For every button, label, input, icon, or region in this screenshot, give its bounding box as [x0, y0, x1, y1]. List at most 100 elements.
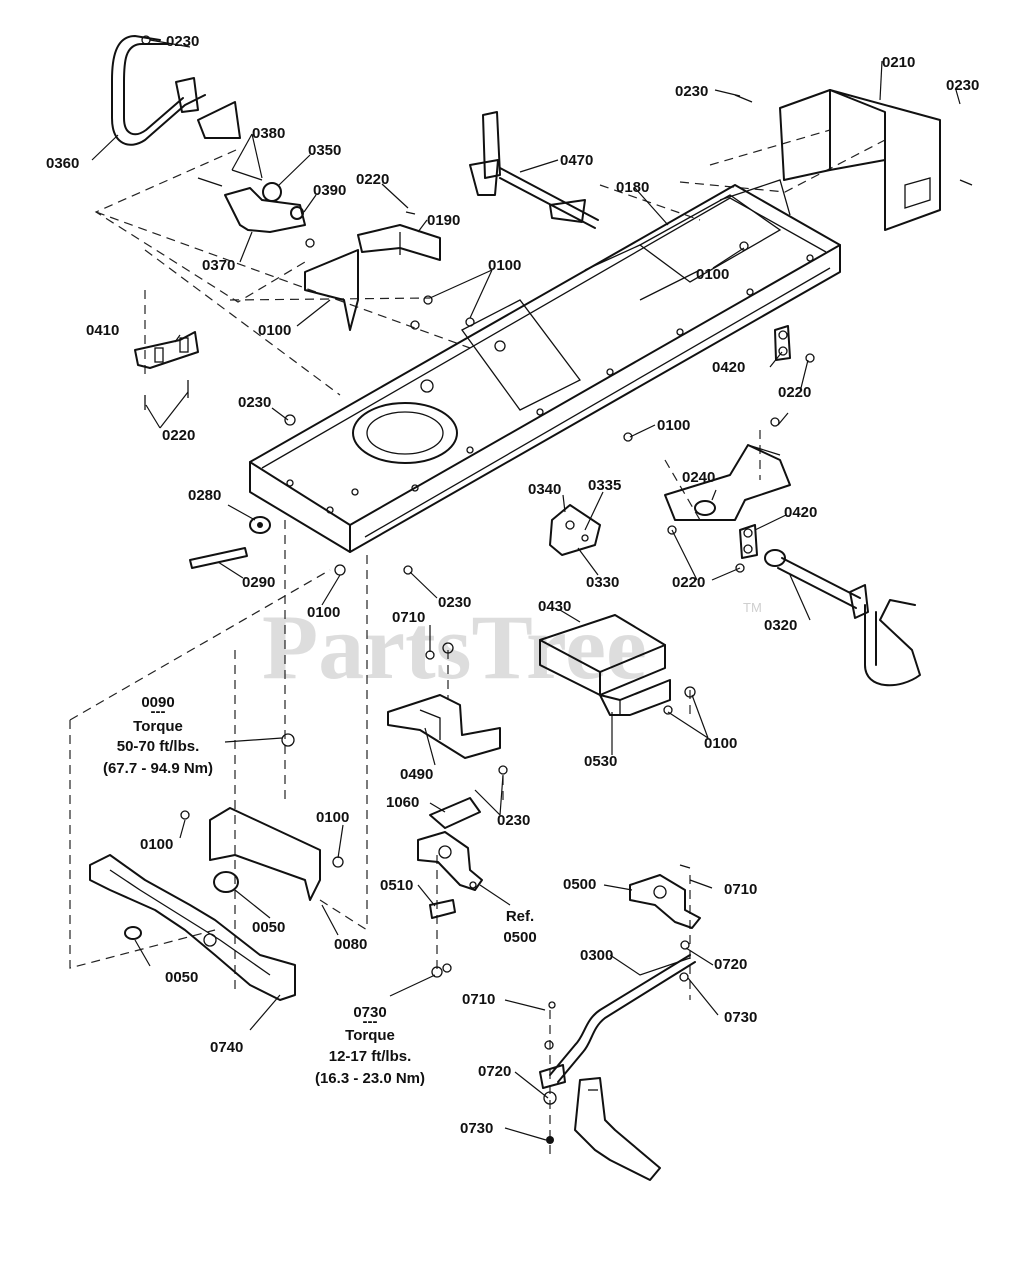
label-0280[interactable]: 0280 [188, 487, 221, 504]
plate-0430[interactable] [539, 614, 666, 696]
label-0100[interactable]: 0100 [657, 417, 690, 434]
reference-note-0500: Ref. 0500 [503, 908, 536, 946]
label-0350[interactable]: 0350 [308, 142, 341, 159]
steering-spindle[interactable] [574, 1077, 661, 1181]
note-0090-part[interactable]: 0090 [141, 694, 174, 711]
label-0220[interactable]: 0220 [778, 384, 811, 401]
lever-0320[interactable] [764, 549, 921, 687]
note-0730-part[interactable]: 0730 [353, 1004, 386, 1021]
label-0210[interactable]: 0210 [882, 54, 915, 71]
hardware-fasteners [141, 35, 815, 1144]
note-0730-dash: --- [363, 1013, 378, 1030]
bracket-0330[interactable] [549, 504, 601, 556]
label-0230[interactable]: 0230 [438, 594, 471, 611]
note-0090-ftlbs: 50-70 ft/lbs. [117, 738, 200, 755]
axle-bracket-0080[interactable] [209, 807, 321, 901]
label-0410[interactable]: 0410 [86, 322, 119, 339]
label-0080[interactable]: 0080 [334, 936, 367, 953]
label-0220[interactable]: 0220 [162, 427, 195, 444]
label-0330[interactable]: 0330 [586, 574, 619, 591]
bracket-0410[interactable] [134, 331, 199, 410]
label-0390[interactable]: 0390 [313, 182, 346, 199]
label-0380[interactable]: 0380 [252, 125, 285, 142]
label-0100[interactable]: 0100 [704, 735, 737, 752]
label-0420[interactable]: 0420 [712, 359, 745, 376]
label-0290[interactable]: 0290 [242, 574, 275, 591]
label-0100[interactable]: 0100 [258, 322, 291, 339]
label-0220[interactable]: 0220 [672, 574, 705, 591]
note-0090-torque: Torque [133, 718, 183, 735]
label-0320[interactable]: 0320 [764, 617, 797, 634]
note-ref-part[interactable]: 0500 [503, 929, 536, 946]
label-0100[interactable]: 0100 [140, 836, 173, 853]
label-0230[interactable]: 0230 [497, 812, 530, 829]
label-1060[interactable]: 1060 [386, 794, 419, 811]
idler-pulley-bracket[interactable] [417, 797, 483, 891]
drag-link-0300[interactable] [539, 954, 696, 1089]
label-0430[interactable]: 0430 [538, 598, 571, 615]
note-0730-ftlbs: 12-17 ft/lbs. [329, 1048, 412, 1065]
link-0420-upper[interactable] [774, 325, 791, 361]
torque-note-0730: 0730 --- Torque 12-17 ft/lbs. (16.3 - 23… [315, 1004, 425, 1087]
label-0420[interactable]: 0420 [784, 504, 817, 521]
label-0220[interactable]: 0220 [356, 171, 389, 188]
link-0420-lower[interactable] [739, 524, 758, 559]
label-0340[interactable]: 0340 [528, 481, 561, 498]
label-0240[interactable]: 0240 [682, 469, 715, 486]
label-0230[interactable]: 0230 [675, 83, 708, 100]
bracket-0190[interactable] [304, 211, 441, 331]
note-0090-nm: (67.7 - 94.9 Nm) [103, 760, 213, 777]
label-0710[interactable]: 0710 [392, 609, 425, 626]
bracket-0490[interactable] [387, 694, 501, 759]
washer-0280-bolt-0290[interactable] [189, 516, 271, 569]
label-0720[interactable]: 0720 [714, 956, 747, 973]
label-0710[interactable]: 0710 [462, 991, 495, 1008]
label-0050[interactable]: 0050 [252, 919, 285, 936]
label-0230[interactable]: 0230 [166, 33, 199, 50]
rod-assembly-0470[interactable] [469, 111, 599, 229]
label-0710[interactable]: 0710 [724, 881, 757, 898]
label-0720[interactable]: 0720 [478, 1063, 511, 1080]
plate-0530[interactable] [599, 679, 671, 716]
label-0730[interactable]: 0730 [724, 1009, 757, 1026]
pulley-bracket-0500[interactable] [629, 864, 701, 929]
note-0730-torque: Torque [345, 1027, 395, 1044]
label-0490[interactable]: 0490 [400, 766, 433, 783]
part-labels: 0230 0360 0380 0350 0390 0370 0220 0190 … [46, 33, 979, 1137]
label-0730[interactable]: 0730 [460, 1120, 493, 1137]
label-0100[interactable]: 0100 [307, 604, 340, 621]
label-0100[interactable]: 0100 [696, 266, 729, 283]
leader-lines [91, 39, 961, 1141]
main-frame-0180[interactable] [249, 179, 841, 553]
mounting-plate-0210[interactable] [734, 89, 973, 231]
note-ref-label: Ref. [506, 908, 534, 925]
watermark-trademark: TM [743, 600, 762, 615]
label-0300[interactable]: 0300 [580, 947, 613, 964]
assembly-guide-lines [69, 129, 886, 1160]
label-0740[interactable]: 0740 [210, 1039, 243, 1056]
torque-note-0090: 0090 --- Torque 50-70 ft/lbs. (67.7 - 94… [103, 694, 213, 777]
lift-lever-0360[interactable] [111, 35, 241, 146]
label-0180[interactable]: 0180 [616, 179, 649, 196]
label-0360[interactable]: 0360 [46, 155, 79, 172]
label-0190[interactable]: 0190 [427, 212, 460, 229]
label-0100[interactable]: 0100 [488, 257, 521, 274]
front-axle-0740[interactable] [89, 854, 296, 1001]
note-0090-dash: --- [151, 703, 166, 720]
spacer-0510[interactable] [429, 899, 456, 919]
label-0510[interactable]: 0510 [380, 877, 413, 894]
label-0335[interactable]: 0335 [588, 477, 621, 494]
label-0230[interactable]: 0230 [946, 77, 979, 94]
label-0230[interactable]: 0230 [238, 394, 271, 411]
label-0530[interactable]: 0530 [584, 753, 617, 770]
label-0100[interactable]: 0100 [316, 809, 349, 826]
watermark: PartsTree [262, 596, 647, 698]
label-0370[interactable]: 0370 [202, 257, 235, 274]
label-0470[interactable]: 0470 [560, 152, 593, 169]
label-0500[interactable]: 0500 [563, 876, 596, 893]
bracket-assembly-0370[interactable] [197, 169, 315, 248]
bracket-0240[interactable] [664, 444, 791, 521]
label-0050[interactable]: 0050 [165, 969, 198, 986]
